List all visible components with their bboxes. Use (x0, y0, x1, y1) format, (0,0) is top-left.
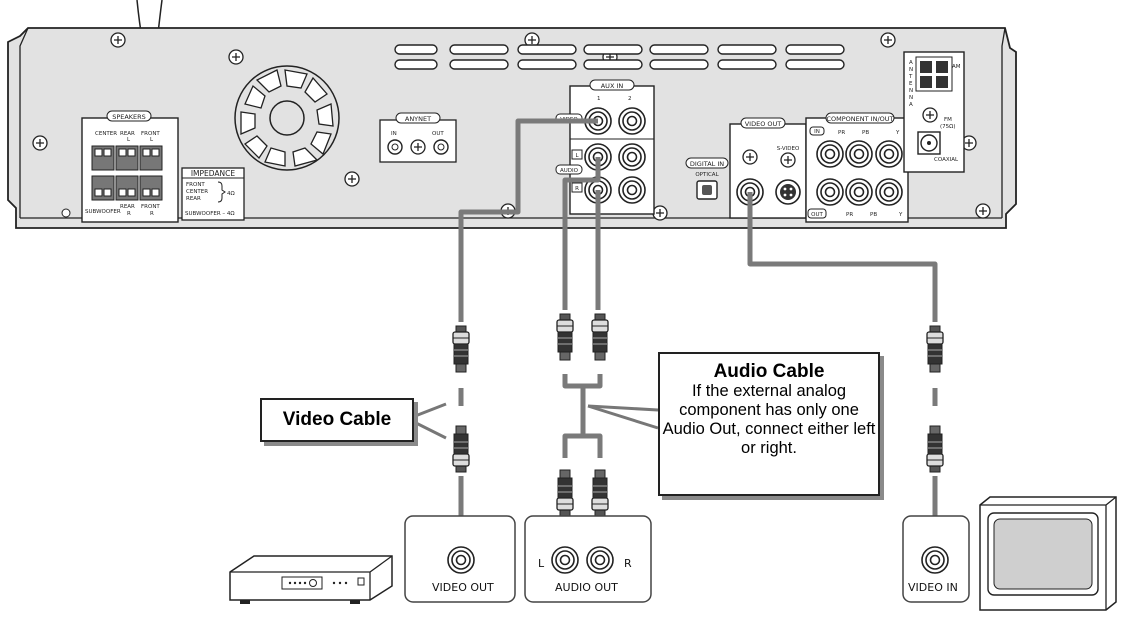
pb-out-label: PB (870, 212, 877, 218)
audio-out-l-letter: L (538, 557, 545, 570)
impedance-front: FRONT (186, 182, 205, 188)
tv-video-in-jack[interactable] (921, 546, 949, 574)
source-audio-out-r-jack[interactable] (586, 546, 614, 574)
audio-cable-title: Audio Cable (713, 361, 825, 382)
fm-coaxial-jack[interactable] (917, 131, 941, 155)
pb-in-label: PB (862, 130, 869, 136)
component-in-tag: IN (814, 129, 820, 135)
front-l-label: FRONT (141, 131, 160, 137)
video-out-label: VIDEO OUT (432, 581, 494, 594)
aux-in-label: AUX IN (601, 82, 624, 90)
center-label: CENTER (95, 131, 117, 137)
vent-slots (394, 44, 845, 70)
rear-l-label: REAR (120, 131, 135, 137)
front-l-letter: L (150, 137, 154, 143)
impedance-label: IMPEDANCE (191, 169, 236, 178)
aux-in-section: AUX IN 1 2 VIDEO AUDIO L R (555, 79, 655, 215)
anynet-label: ANYNET (405, 115, 431, 123)
s-video-label: S-VIDEO (777, 146, 800, 152)
audio-cable-text: If the external analog component has onl… (662, 382, 876, 457)
y-out-label: Y (898, 212, 903, 218)
source-video-out-jack[interactable] (447, 546, 475, 574)
digital-in-section: DIGITAL IN OPTICAL (685, 157, 729, 200)
pr-out-label: PR (846, 212, 853, 218)
video-cable-label: Video Cable (282, 409, 392, 430)
video-plug-bottom (453, 426, 469, 472)
fm-ohm-label: (75Ω) (940, 124, 956, 130)
tv-plug-top (926, 325, 944, 373)
impedance-4ohm: 4Ω (227, 191, 235, 197)
rear-r-letter: R (127, 211, 131, 217)
optical-label: OPTICAL (695, 172, 719, 178)
television (979, 496, 1117, 611)
component-y-out-jack[interactable] (875, 178, 903, 206)
tv-plug-bottom (927, 426, 943, 472)
aux-l-tag: L (575, 153, 579, 159)
source-audio-out-l-jack[interactable] (551, 546, 579, 574)
anynet-section: ANYNET IN OUT (379, 112, 457, 163)
aux-video-2-jack[interactable] (618, 107, 646, 135)
component-pr-out-jack[interactable] (816, 178, 844, 206)
aux-2-label: 2 (628, 96, 632, 102)
impedance-rear: REAR (186, 196, 201, 202)
digital-in-label: DIGITAL IN (690, 160, 724, 168)
audio-plug-r-bottom (592, 470, 608, 516)
speakers-section: SPEAKERS CENTER REAR L FRONT L SUBWOOFER… (81, 110, 179, 223)
y-in-label: Y (895, 130, 900, 136)
video-in-label: VIDEO IN (908, 581, 958, 594)
audio-plug-l-bottom (557, 470, 573, 516)
anynet-out-label: OUT (432, 131, 444, 137)
aux-audio-r-2-jack[interactable] (618, 176, 646, 204)
impedance-subwoofer: SUBWOOFER – 4Ω (185, 211, 235, 217)
audio-out-r-letter: R (624, 557, 632, 570)
rear-r-label: REAR (120, 204, 135, 210)
component-out-tag: OUT (811, 212, 823, 218)
external-jack-boxes (404, 515, 970, 603)
impedance-center: CENTER (186, 189, 208, 195)
subwoofer-label: SUBWOOFER (85, 209, 121, 215)
aux-audio-l-2-jack[interactable] (618, 143, 646, 171)
s-video-jack[interactable] (775, 179, 801, 205)
fan-grille (234, 65, 340, 171)
video-out-panel-label: VIDEO OUT (745, 120, 782, 128)
video-out-section: VIDEO OUT S-VIDEO (729, 117, 807, 219)
component-section: COMPONENT IN/OUT IN PR PB Y OUT PR PB Y (805, 112, 909, 223)
callout-pointers (409, 402, 659, 440)
anynet-in-label: IN (391, 131, 397, 137)
audio-plug-r-top (591, 313, 609, 361)
front-r-label: FRONT (141, 204, 160, 210)
aux-1-label: 1 (597, 96, 601, 102)
component-pb-out-jack[interactable] (845, 178, 873, 206)
speakers-label: SPEAKERS (112, 113, 146, 121)
component-pr-in-jack[interactable] (816, 140, 844, 168)
rear-l-letter: L (127, 137, 131, 143)
audio-plug-l-top (556, 313, 574, 361)
video-plug-top (452, 325, 470, 373)
aux-r-tag: R (575, 186, 579, 192)
source-device (229, 555, 393, 604)
audio-out-label: AUDIO OUT (555, 581, 618, 594)
component-pb-in-jack[interactable] (845, 140, 873, 168)
front-r-letter: R (150, 211, 154, 217)
fm-label: FM (944, 117, 952, 123)
impedance-section: IMPEDANCE FRONT CENTER REAR 4Ω SUBWOOFER… (181, 167, 245, 221)
video-cable-callout: Video Cable (260, 398, 414, 442)
audio-cable-callout: Audio Cable If the external analog compo… (658, 352, 880, 496)
audio-tag: AUDIO (560, 168, 579, 174)
coaxial-label: COAXIAL (934, 157, 959, 163)
am-label: AM (952, 64, 961, 70)
component-label: COMPONENT IN/OUT (827, 115, 894, 123)
pr-in-label: PR (838, 130, 845, 136)
component-y-in-jack[interactable] (875, 140, 903, 168)
